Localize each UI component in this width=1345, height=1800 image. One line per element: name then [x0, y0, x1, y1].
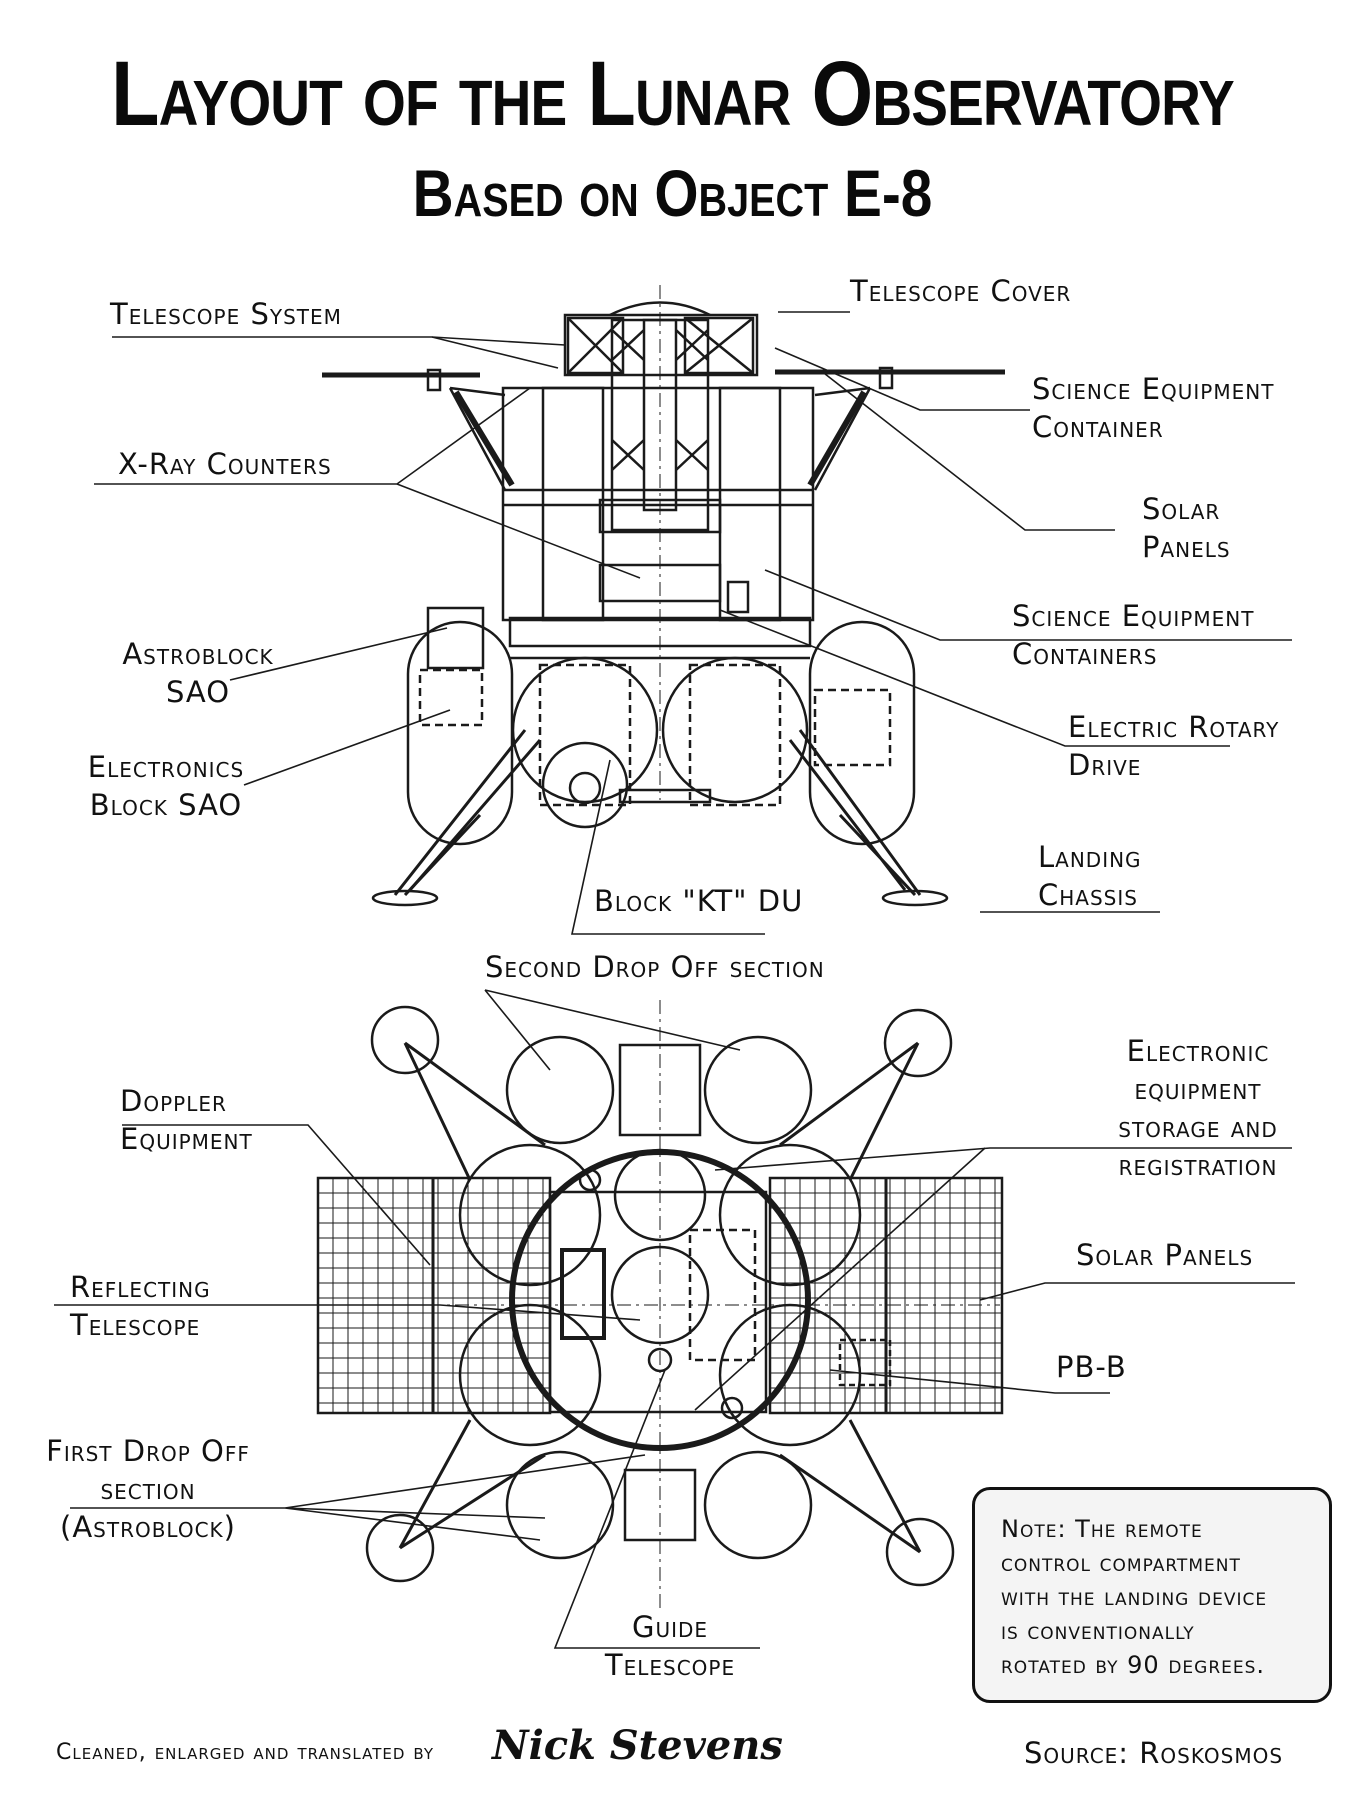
label-line: Doppler [120, 1084, 227, 1118]
signature: Nick Stevens [492, 1722, 783, 1769]
note-line: rotated by 90 degrees. [1001, 1651, 1266, 1679]
label-solar-panels-top: Solar Panels [1142, 490, 1231, 566]
side-view-drawing [322, 285, 1005, 907]
credit-text: Cleaned, enlarged and translated by [56, 1740, 435, 1765]
label-line: Telescope [70, 1308, 201, 1342]
label-science-equipment-container: Science Equipment Container [1032, 370, 1274, 446]
label-astroblock-sao: Astroblock SAO [108, 635, 288, 711]
label-pb-b: PB-B [1056, 1350, 1127, 1384]
page-title: Layout of the Lunar Observatory [111, 43, 1234, 145]
source-text: Source: Roskosmos [1024, 1736, 1284, 1770]
label-landing-chassis: Landing Chassis [1038, 838, 1142, 914]
label-line: Astroblock [122, 637, 274, 671]
label-telescope-system: Telescope System [110, 297, 342, 331]
label-line: Chassis [1038, 878, 1138, 912]
label-first-drop-off: First Drop Off section (Astroblock) [28, 1432, 268, 1546]
label-guide-telescope: Guide Telescope [575, 1608, 765, 1684]
label-line: Containers [1012, 637, 1158, 671]
label-telescope-cover: Telescope Cover [850, 274, 1072, 308]
label-reflecting-telescope: Reflecting Telescope [70, 1268, 211, 1344]
label-electronic-equipment: Electronic equipment storage and registr… [1088, 1032, 1308, 1184]
page-subtitle: Based on Object E-8 [412, 156, 933, 230]
label-doppler-equipment: Doppler Equipment [120, 1082, 253, 1158]
note-box: Note: The remote control compartment wit… [972, 1487, 1332, 1703]
note-line: Note: The remote [1001, 1515, 1203, 1543]
label-science-equipment-containers: Science Equipment Containers [1012, 597, 1254, 673]
label-line: SAO [165, 675, 231, 709]
label-electronics-block-sao: Electronics Block SAO [66, 748, 266, 824]
label-line: equipment [1134, 1072, 1262, 1106]
label-line: Science Equipment [1032, 372, 1275, 406]
plan-view-drawing [316, 1000, 1004, 1610]
label-line: Equipment [120, 1122, 253, 1156]
label-line: Science Equipment [1012, 599, 1255, 633]
label-line: Container [1032, 410, 1164, 444]
label-line: Electronics [87, 750, 245, 784]
label-line: Telescope [604, 1648, 736, 1682]
label-line: Panels [1142, 530, 1231, 564]
label-line: Drive [1068, 748, 1142, 782]
note-line: control compartment [1001, 1549, 1241, 1577]
label-line: storage and [1118, 1110, 1278, 1144]
label-line: (Astroblock) [60, 1510, 236, 1544]
note-line: is conventionally [1001, 1617, 1195, 1645]
label-line: registration [1118, 1148, 1278, 1182]
label-second-drop-off: Second Drop Off section [485, 950, 825, 984]
label-line: Solar [1142, 492, 1221, 526]
label-solar-panels-bottom: Solar Panels [1076, 1238, 1254, 1272]
leader-lines [54, 311, 1295, 1649]
label-line: Reflecting [70, 1270, 211, 1304]
label-line: First Drop Off [46, 1434, 250, 1468]
label-line: Landing [1038, 840, 1142, 874]
label-line: Electronic [1126, 1034, 1270, 1068]
label-line: Electric Rotary [1068, 710, 1280, 744]
label-line: Block SAO [89, 788, 243, 822]
label-block-kt-du: Block "KT" DU [594, 884, 804, 918]
note-line: with the landing device [1001, 1583, 1268, 1611]
label-line: Guide [631, 1610, 709, 1644]
label-xray-counters: X-Ray Counters [118, 447, 332, 481]
label-electric-rotary-drive: Electric Rotary Drive [1068, 708, 1279, 784]
label-line: section [100, 1472, 196, 1506]
